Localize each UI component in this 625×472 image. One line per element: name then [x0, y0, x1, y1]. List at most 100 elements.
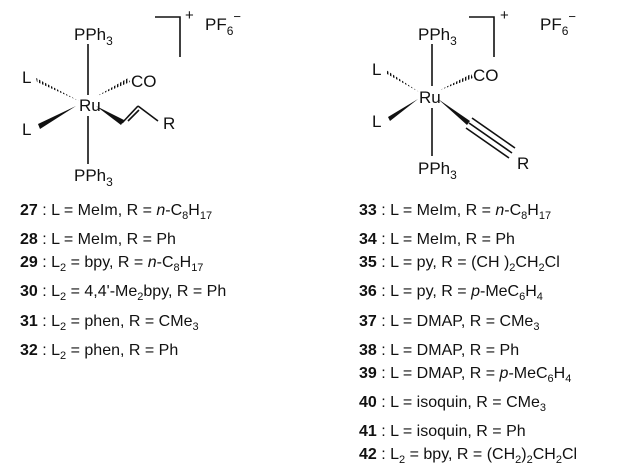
compound-entry: 38 : L = DMAP, R = Ph [359, 341, 520, 359]
compound-number: 33 [359, 202, 377, 219]
charge-bracket [469, 16, 495, 57]
bottom-phosphine-label: PPh3 [418, 159, 457, 182]
compound-number: 30 [20, 283, 38, 301]
carbonyl-label: CO [131, 72, 157, 91]
top-phosphine-label: PPh3 [74, 25, 113, 48]
l-upper-hashed-bond [36, 78, 79, 101]
vinyl-bond-2 [137, 105, 159, 122]
charge-bracket [155, 16, 181, 57]
co-hashed-bond [440, 74, 473, 90]
ligand-definition: L2 = phen [51, 312, 120, 333]
ligand-definition: L2 = bpy [390, 446, 449, 467]
triple-bond-lower [465, 127, 510, 159]
alkynyl-compound-list: 33 : L = MeIm, R = n-C8H17 34 : L = MeIm,… [359, 199, 577, 472]
ligand-definition: L = DMAP [390, 364, 461, 382]
vinyl-bond-1 [121, 105, 139, 124]
compound-entry: 41 : L = isoquin, R = Ph [359, 423, 526, 441]
compound-number: 34 [359, 231, 377, 249]
compound-entry: 32 : L2 = phen, R = Ph [20, 341, 179, 362]
substituent-definition: R = Ph [476, 423, 526, 441]
compound-entry: 36 : L = py, R = p-MeC6H4 [359, 283, 543, 304]
ligand-definition: L = DMAP [390, 312, 461, 330]
compound-entry: 31 : L2 = phen, R = CMe3 [20, 312, 199, 333]
compound-entry: 33 : L = MeIm, R = n-C8H17 [359, 202, 552, 223]
compound-number: 38 [359, 341, 377, 359]
compound-entry: 29 : L2 = bpy, R = n-C8H17 [20, 254, 204, 275]
ligand-definition: L = MeIm [51, 231, 118, 249]
substituent-definition: R = Ph [126, 231, 176, 249]
bottom-phosphine-label: PPh3 [74, 166, 113, 189]
ligand-definition: L = DMAP [390, 341, 461, 359]
top-phosphine-label: PPh3 [418, 25, 457, 48]
ligand-definition: L = MeIm [390, 231, 457, 249]
ligand-definition: L2 = phen [51, 341, 120, 362]
ligand-definition: L2 = 4,4'-Me2bpy [51, 283, 168, 304]
substituent-definition: R = p-MeC6H4 [441, 283, 543, 304]
compound-entry: 39 : L = DMAP, R = p-MeC6H4 [359, 364, 572, 385]
ligand-definition: L2 = bpy [51, 254, 110, 275]
l-lower-wedge-bond [388, 99, 418, 121]
vinyl-wedge-bond [96, 106, 124, 125]
substituent-definition: R = n-C8H17 [117, 254, 204, 275]
ligand-definition: L = py [390, 254, 433, 272]
triple-bond-upper [471, 117, 516, 149]
compound-entry: 27 : L = MeIm, R = n-C8H17 [20, 202, 213, 223]
compound-number: 32 [20, 341, 38, 359]
ligand-definition: L = isoquin [390, 393, 468, 411]
complex-charge: + [185, 7, 194, 24]
alkynyl-complex-structure: + PF6− PPh3 Ru CO L L R PPh3 [372, 7, 576, 182]
ligand-lower-label: L [22, 120, 31, 139]
substituent-r-label: R [517, 154, 529, 173]
l-lower-wedge-bond [38, 106, 76, 129]
compound-number: 36 [359, 283, 377, 301]
compound-number: 28 [20, 231, 38, 249]
substituent-definition: R = n-C8H17 [126, 202, 213, 223]
substituent-definition: R = CMe3 [476, 393, 546, 415]
compound-number: 37 [359, 312, 377, 330]
ruthenium-center: Ru [79, 96, 101, 115]
complex-charge: + [500, 7, 509, 24]
vinyl-double-bond [127, 109, 140, 122]
compound-entry: 30 : L2 = 4,4'-Me2bpy, R = Ph [20, 283, 227, 304]
substituent-definition: R = CMe3 [469, 312, 540, 333]
substituent-definition: R = Ph [176, 283, 227, 301]
reaction-scheme: + PF6− PPh3 Ru CO L L R PPh3 [22, 7, 576, 189]
substituent-definition: R = p-MeC6H4 [469, 364, 572, 385]
compound-number: 41 [359, 423, 377, 441]
ligand-definition: L = MeIm [390, 202, 457, 219]
vinyl-complex-structure: + PF6− PPh3 Ru CO L L R PPh3 [22, 7, 241, 189]
compound-number: 39 [359, 364, 377, 382]
compound-entry: 34 : L = MeIm, R = Ph [359, 231, 515, 249]
counterion-label: PF6− [540, 9, 576, 38]
ligand-upper-label: L [372, 60, 381, 79]
substituent-definition: R = CMe3 [128, 312, 199, 333]
compound-number: 29 [20, 254, 38, 272]
compound-number: 27 [20, 202, 38, 219]
compound-entry: 42 : L2 = bpy, R = (CH2)2CH2Cl [359, 446, 578, 467]
compound-number: 42 [359, 446, 377, 464]
alkynyl-wedge-bond [438, 99, 470, 125]
ligand-definition: L = isoquin [390, 423, 468, 441]
compound-entry: 37 : L = DMAP, R = CMe3 [359, 312, 540, 333]
ruthenium-center: Ru [419, 88, 441, 107]
compound-number: 35 [359, 254, 377, 272]
substituent-definition: R = Ph [128, 341, 179, 359]
substituent-definition: R = (CH2)2CH2Cl [456, 446, 578, 467]
substituent-definition: R = (CH )2CH2Cl [441, 254, 560, 275]
ligand-lower-label: L [372, 112, 381, 131]
carbonyl-label: CO [473, 66, 499, 85]
substituent-r-label: R [163, 114, 175, 133]
ligand-definition: L = MeIm [51, 202, 118, 219]
vinyl-compound-list: 27 : L = MeIm, R = n-C8H17 28 : L = MeIm,… [20, 199, 226, 368]
substituent-definition: R = Ph [469, 341, 520, 359]
counterion-label: PF6− [205, 9, 241, 38]
compound-number: 31 [20, 312, 38, 330]
co-hashed-bond [97, 78, 130, 96]
ligand-upper-label: L [22, 68, 31, 87]
substituent-definition: R = Ph [465, 231, 515, 249]
compound-entry: 40 : L = isoquin, R = CMe3 [359, 393, 546, 415]
triple-bond-center [468, 122, 513, 154]
substituent-definition: R = n-C8H17 [465, 202, 552, 223]
compound-entry: 28 : L = MeIm, R = Ph [20, 231, 176, 249]
compound-entry: 35 : L = py, R = (CH )2CH2Cl [359, 254, 560, 275]
